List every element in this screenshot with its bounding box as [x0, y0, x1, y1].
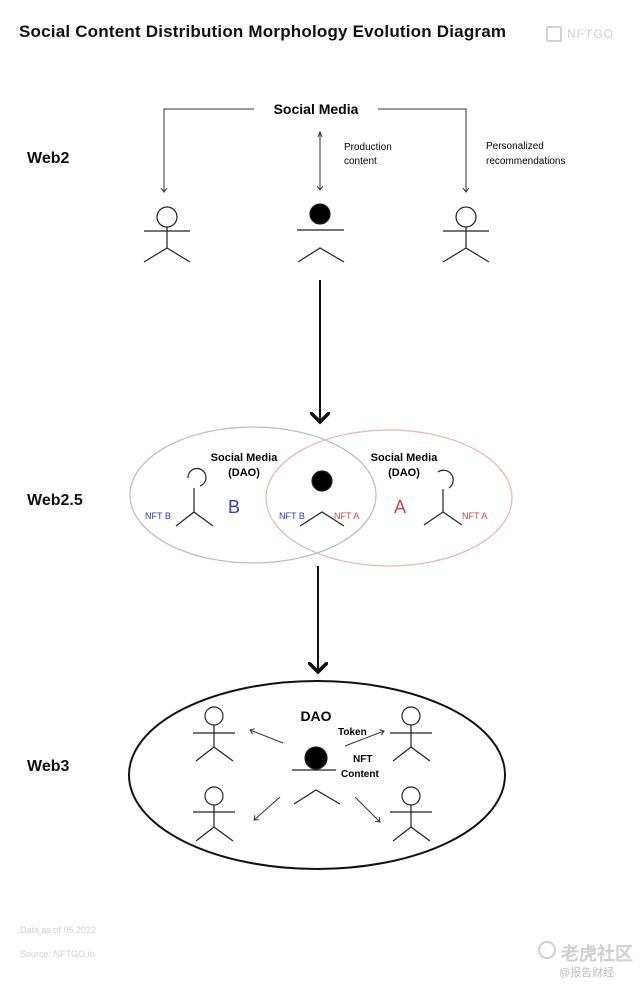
- left-distribution-line: [164, 108, 254, 192]
- nft-b-center: NFT B: [279, 511, 305, 521]
- web3-label: Web3: [27, 758, 70, 775]
- watermark-subtext: @报告财经: [559, 967, 615, 979]
- nft-a-center: NFT A: [334, 511, 359, 521]
- web2-user-left: [143, 206, 191, 263]
- footer-date: Data as of 05.2022: [20, 925, 97, 935]
- dao-ellipse: [128, 680, 506, 870]
- web25-user-a: [423, 469, 463, 526]
- dao-a-title-2: (DAO): [388, 467, 420, 479]
- arrow-to-top-right: [344, 731, 384, 747]
- letter-a: A: [394, 497, 406, 517]
- footer-source: Source: NFTGO.io: [20, 949, 95, 959]
- production-content-line2: content: [344, 156, 377, 167]
- web3-user-bottom-left: [193, 786, 235, 842]
- arrow-to-top-left: [250, 730, 284, 744]
- dao-circle-b: [129, 426, 377, 564]
- web3-creator: [292, 746, 341, 805]
- personalized-line2: recommendations: [486, 156, 565, 167]
- right-distribution-line: [378, 108, 466, 192]
- dao-a-title-1: Social Media: [371, 452, 439, 464]
- token-label: Token: [338, 727, 367, 738]
- nft-b-left: NFT B: [145, 511, 171, 521]
- web2-creator: [297, 203, 345, 263]
- social-media-label: Social Media: [274, 101, 359, 117]
- content-label: Content: [341, 769, 379, 780]
- watermark-text: 老虎社区: [561, 944, 633, 964]
- arrow-to-bottom-left: [254, 796, 281, 820]
- web3-user-top-left: [193, 706, 235, 762]
- dao-b-title-1: Social Media: [211, 452, 279, 464]
- web25-label: Web2.5: [27, 492, 83, 509]
- dao-label: DAO: [300, 708, 331, 724]
- watermark-icon: [538, 941, 556, 959]
- personalized-line1: Personalized: [486, 141, 544, 152]
- production-arrow-head-top: [317, 130, 323, 138]
- dao-circle-a: [265, 429, 513, 567]
- brand-text: NFTGO: [567, 27, 614, 41]
- production-content-line1: Production: [344, 142, 392, 153]
- nft-label: NFT: [353, 754, 372, 765]
- diagram-title: Social Content Distribution Morphology E…: [19, 22, 507, 41]
- web25-creator: [299, 470, 345, 527]
- web2-label: Web2: [27, 150, 70, 167]
- web25-user-b: [175, 467, 214, 527]
- arrow-to-bottom-right: [354, 796, 380, 822]
- brand-logo: NFTGO: [546, 24, 622, 44]
- web3-user-top-right: [390, 706, 432, 762]
- nft-a-right: NFT A: [462, 511, 487, 521]
- web2-user-right: [442, 206, 490, 263]
- brand-icon: [546, 26, 562, 42]
- dao-b-title-2: (DAO): [228, 467, 260, 479]
- letter-b: B: [228, 497, 240, 517]
- web3-user-bottom-right: [390, 786, 432, 842]
